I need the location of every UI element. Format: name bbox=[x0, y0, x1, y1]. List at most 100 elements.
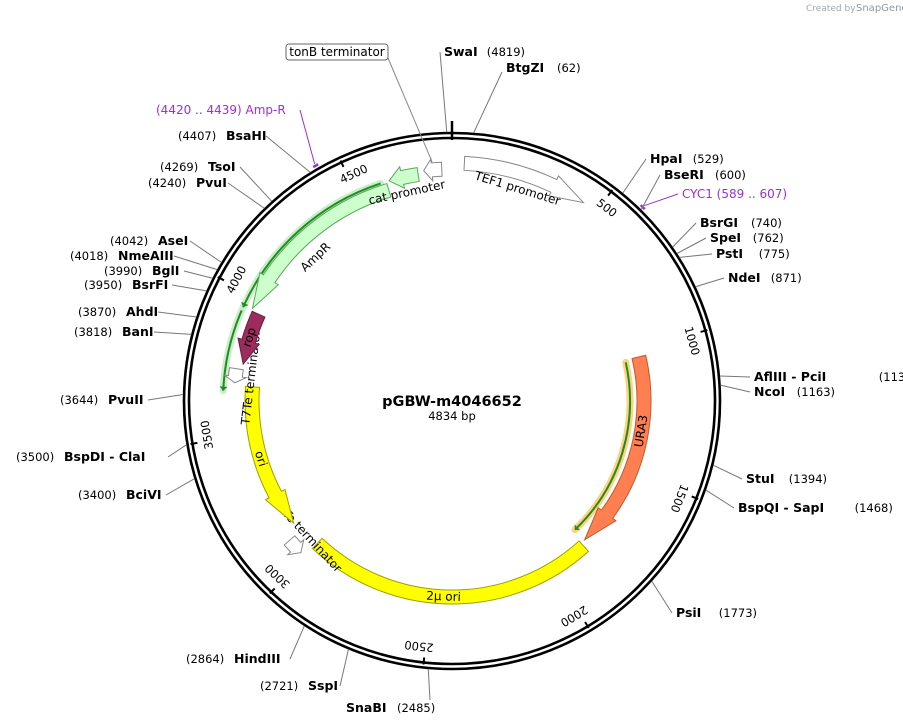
feature-tonb-terminator bbox=[423, 157, 443, 183]
feature-shape bbox=[222, 367, 249, 384]
site-position: (3950) bbox=[84, 278, 122, 292]
site-sspi: (2721)SspI bbox=[260, 649, 349, 693]
site-position: (3500) bbox=[16, 450, 54, 464]
tick-mark bbox=[339, 160, 345, 168]
plasmid-size: 4834 bp bbox=[428, 409, 476, 423]
tick-mark bbox=[422, 657, 426, 665]
tick-mark bbox=[269, 587, 276, 595]
site-name: AhdI bbox=[126, 304, 158, 319]
site-name: PvuI bbox=[196, 175, 227, 190]
site-name: NdeI bbox=[728, 270, 761, 285]
tonb-callout: tonB terminator bbox=[285, 43, 433, 163]
site-bseri: BseRI (600) bbox=[640, 167, 746, 210]
site-position: (740) bbox=[751, 216, 782, 230]
feature-shape bbox=[583, 354, 652, 542]
site-position: (3644) bbox=[60, 393, 98, 407]
primer-amp-r: (4420 .. 4439) Amp-R bbox=[156, 103, 319, 169]
site-leader bbox=[651, 580, 673, 614]
feature-label: rop bbox=[240, 326, 259, 349]
feature-shape bbox=[423, 157, 443, 183]
tick-mark bbox=[607, 189, 614, 197]
site-leader bbox=[705, 489, 735, 509]
tick-label: 3500 bbox=[198, 419, 217, 450]
feature-shape bbox=[237, 310, 266, 366]
site-bgli: (3990)BglI bbox=[104, 263, 213, 279]
site-leader bbox=[157, 311, 197, 318]
site-position: (775) bbox=[759, 247, 790, 261]
site-leader bbox=[713, 464, 743, 480]
site-name: BanI bbox=[122, 324, 154, 339]
feature-shape bbox=[311, 537, 590, 605]
site-leader bbox=[265, 135, 311, 173]
tick-label: 1000 bbox=[681, 325, 702, 357]
feature-shape bbox=[283, 535, 305, 556]
primer-leader bbox=[299, 109, 316, 165]
site-leader bbox=[165, 478, 195, 496]
tick-mark bbox=[691, 495, 699, 500]
tick-label: 500 bbox=[594, 196, 620, 220]
site-name: TsoI bbox=[208, 159, 236, 174]
site-position: (3870) bbox=[78, 305, 116, 319]
site-name: PstI bbox=[716, 246, 743, 261]
tick-mark bbox=[217, 276, 225, 282]
orf-line bbox=[242, 182, 381, 308]
tick-label: 2500 bbox=[404, 638, 435, 655]
site-position: (871) bbox=[771, 271, 802, 285]
tick-mark bbox=[190, 441, 198, 446]
orf-line bbox=[574, 362, 631, 531]
site-name: HindIII bbox=[234, 651, 281, 666]
site-position: (62) bbox=[557, 61, 581, 75]
site-name: BciVI bbox=[126, 487, 162, 502]
site-position: (4018) bbox=[70, 249, 108, 263]
site-leader bbox=[427, 668, 431, 701]
site-name: BspQI - SapI bbox=[738, 500, 824, 515]
plasmid-name: pGBW-m4046652 bbox=[382, 394, 522, 410]
site-name: HpaI bbox=[650, 151, 683, 166]
site-leader bbox=[153, 331, 192, 335]
callout-label: tonB terminator bbox=[289, 45, 385, 59]
site-position: (3818) bbox=[74, 325, 112, 339]
site-leader bbox=[622, 158, 647, 194]
orf-arrowhead bbox=[219, 386, 228, 391]
site-position: (1137) bbox=[879, 370, 903, 384]
site-tsoi: (4269) TsoI bbox=[160, 159, 273, 202]
site-snabi: SnaBI(2485) bbox=[346, 668, 435, 715]
site-position: (4269) bbox=[160, 160, 198, 174]
feature-2-ori: 2μ ori bbox=[311, 537, 590, 605]
site-nmeaiii: (4018)NmeAIII bbox=[70, 248, 218, 271]
site-name: BseRI bbox=[664, 167, 704, 182]
site-position: (2485) bbox=[397, 701, 435, 715]
site-position: (4240) bbox=[148, 176, 186, 190]
site-leader bbox=[183, 270, 213, 279]
tick-mark bbox=[700, 329, 708, 333]
site-leader bbox=[720, 384, 751, 393]
site-leader bbox=[439, 51, 448, 133]
feature-shape bbox=[463, 155, 585, 204]
site-leader bbox=[679, 253, 713, 258]
site-position: (4819) bbox=[487, 45, 525, 59]
site-name: AflIII - PciI bbox=[754, 369, 826, 384]
orf-arcs bbox=[219, 179, 634, 534]
site-position: (3400) bbox=[78, 488, 116, 502]
site-position: (2721) bbox=[260, 679, 298, 693]
site-leader bbox=[695, 277, 725, 288]
site-leader bbox=[227, 182, 265, 209]
site-position: (600) bbox=[715, 168, 746, 182]
feature-ura3: URA3 bbox=[583, 354, 652, 542]
primer-leader bbox=[644, 193, 679, 207]
site-bspdi-clai: (3500)BspDI - ClaI bbox=[16, 444, 187, 464]
site-leader bbox=[672, 222, 697, 248]
site-leader bbox=[171, 284, 207, 292]
site-leader bbox=[640, 174, 661, 210]
orf-arrowhead bbox=[574, 524, 581, 531]
site-hpai: HpaI(529) bbox=[622, 151, 724, 194]
feature-shape bbox=[251, 182, 392, 310]
feature-label: 2μ ori bbox=[426, 589, 461, 604]
primer-mark bbox=[312, 163, 319, 169]
site-name: NcoI bbox=[754, 384, 785, 399]
orf-line bbox=[222, 304, 246, 391]
site-leader bbox=[289, 625, 305, 660]
site-leader bbox=[676, 237, 707, 254]
